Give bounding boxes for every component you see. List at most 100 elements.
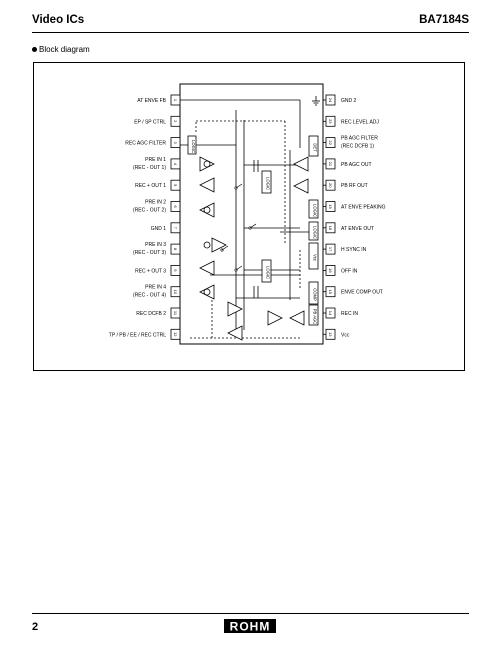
header-rule <box>32 32 469 33</box>
pin-label: EP / SP CTRL <box>134 119 166 125</box>
pin-left-12: 12 TP / PB / EE / REC CTRL <box>109 328 181 340</box>
switch-2 <box>234 265 243 272</box>
pin-number: 12 <box>173 332 178 337</box>
pin-label: GND 2 <box>341 98 357 104</box>
amp-mix-1 <box>227 301 243 317</box>
pb-agc-block: PB AGC <box>308 304 319 326</box>
pin-number: 21 <box>328 162 333 167</box>
pin-number: 4 <box>173 163 178 166</box>
svg-text:Vcc: Vcc <box>313 254 318 261</box>
pin-label: PRE IN 2 <box>145 200 166 206</box>
pin-label: PRE IN 4 <box>145 285 166 291</box>
pin-sublabel: (REC - OUT 1) <box>133 165 166 171</box>
pin-left-6: 6 PRE IN 2 (REC - OUT 2) <box>133 200 181 214</box>
sum-node-1 <box>203 160 211 168</box>
pin-number: 23 <box>328 119 333 124</box>
amp-pb-agc <box>293 156 309 172</box>
pin-label: PB AGC FILTER <box>341 136 378 142</box>
pin-number: 2 <box>173 120 178 123</box>
pin-number: 11 <box>173 311 178 316</box>
amp-out-2 <box>289 310 305 326</box>
pin-label: REC LEVEL ADJ <box>341 119 379 125</box>
svg-text:LOGIC: LOGIC <box>313 204 318 217</box>
pin-left-11: 11 REC DCFB 2 <box>136 307 181 319</box>
pin-label: H SYNC IN <box>341 247 367 253</box>
pin-left-7: 7 GND 1 <box>151 222 181 234</box>
pin-sublabel: (REC DCFB 1) <box>341 144 374 150</box>
pin-right-17: 17 H SYNC IN <box>323 243 367 255</box>
logic-block-4: LOGIC <box>308 199 319 219</box>
part-number: BA7184S <box>419 14 469 26</box>
pin-number: 15 <box>328 289 333 294</box>
footer-rule <box>32 613 469 614</box>
pin-number: 24 <box>328 98 333 103</box>
pin-number: 3 <box>173 141 178 144</box>
switch-3 <box>248 223 257 230</box>
switch-1 <box>234 183 243 190</box>
rohm-logo: ROHM <box>224 619 276 633</box>
logic-block-5: LOGIC <box>308 221 319 241</box>
logic-block-2: LOGIC <box>261 170 272 194</box>
section-title-text: Block diagram <box>39 45 90 54</box>
pin-right-24: 24 GND 2 <box>323 94 357 106</box>
pin-number: 9 <box>173 269 178 272</box>
pin-label: REC DCFB 2 <box>136 311 166 317</box>
pin-left-1: 1AT ENVE FB <box>137 94 181 106</box>
pin-left-4: 4 PRE IN 1 (REC - OUT 1) <box>133 157 181 171</box>
pin-label: PRE IN 1 <box>145 157 166 163</box>
amp-pb-rf <box>293 178 309 194</box>
pin-number: 14 <box>328 311 333 316</box>
sum-node-4 <box>203 288 211 296</box>
pin-label: PB AGC OUT <box>341 162 372 168</box>
pin-number: 10 <box>173 289 178 294</box>
pin-label: GND 1 <box>151 226 167 232</box>
sum-node-3 <box>203 241 211 249</box>
amp-mix-2 <box>227 325 243 341</box>
svg-text:DET: DET <box>313 143 318 152</box>
pin-left-8: 8 PRE IN 3 (REC - OUT 3) <box>133 242 181 256</box>
pin-sublabel: (REC - OUT 4) <box>133 293 166 299</box>
pin-sublabel: (REC - OUT 2) <box>133 208 166 214</box>
diagram-frame <box>33 62 465 371</box>
pin-label: REC + OUT 3 <box>135 268 166 274</box>
pin-number: 7 <box>173 227 178 230</box>
rohm-logo-text: ROHM <box>230 620 271 634</box>
svg-text:LOGIC: LOGIC <box>313 226 318 239</box>
pin-label: ENVE COMP OUT <box>341 290 383 296</box>
pin-label: REC IN <box>341 311 358 317</box>
pin-left-2: 2 EP / SP CTRL <box>134 115 181 127</box>
pin-right-23: 23 REC LEVEL ADJ <box>323 115 379 127</box>
svg-text:LOGIC: LOGIC <box>266 266 271 279</box>
pin-right-15: 15 ENVE COMP OUT <box>323 286 383 298</box>
svg-text:LOGIC: LOGIC <box>191 140 196 153</box>
pin-number: 6 <box>173 205 178 208</box>
bullet-icon <box>32 47 37 53</box>
svg-text:LOGIC: LOGIC <box>266 177 271 190</box>
svg-text:COMP: COMP <box>313 288 318 301</box>
pin-label: TP / PB / EE / REC CTRL <box>109 332 166 338</box>
pin-number: 20 <box>328 183 333 188</box>
pin-label: PRE IN 3 <box>145 242 166 248</box>
pin-number: 5 <box>173 184 178 187</box>
pin-label: AT ENVE PEAKING <box>341 205 386 211</box>
sum-node-2 <box>203 206 211 214</box>
pin-number: 8 <box>173 248 178 251</box>
svg-text:PB AGC: PB AGC <box>313 309 318 325</box>
pin-left-9: 9 REC + OUT 3 <box>135 264 181 276</box>
pin-label: REC AGC FILTER <box>125 141 166 147</box>
logic-block-1: LOGIC <box>187 135 197 155</box>
amp-rec-3 <box>199 260 215 276</box>
page-number: 2 <box>32 621 39 633</box>
pin-number: 18 <box>328 226 333 231</box>
vcc-block: Vcc <box>308 242 319 270</box>
det-block: DET <box>308 135 319 157</box>
pin-label: OFF IN <box>341 268 358 274</box>
pin-sublabel: (REC - OUT 3) <box>133 250 166 256</box>
pin-number: 17 <box>328 247 333 252</box>
